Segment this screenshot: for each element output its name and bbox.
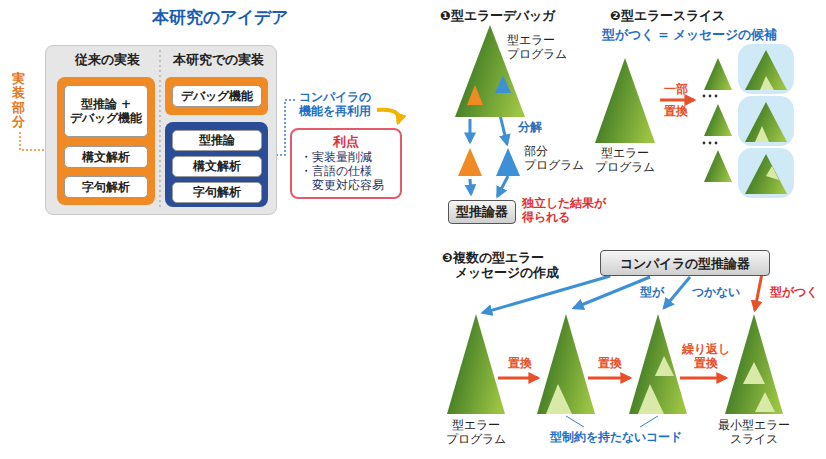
connector-arrow xyxy=(501,117,508,144)
text-label: 実装部分 xyxy=(12,72,26,129)
sub-program-triangle xyxy=(458,148,482,176)
text-label: 型制約を持たないコード xyxy=(536,430,696,444)
connector-arrow xyxy=(755,276,762,310)
infer-arrow xyxy=(664,277,690,308)
inference-box: コンパイラの型推論器 xyxy=(600,250,770,276)
replaced-part xyxy=(655,356,674,376)
replace-arrow xyxy=(680,377,726,380)
leader-line xyxy=(640,416,658,427)
program-triangle: 型エラー プログラム xyxy=(447,314,505,414)
text-label: 独立した結果が 得られる xyxy=(522,196,614,225)
module-box: 構文解析 xyxy=(172,156,262,177)
replace-arrow xyxy=(498,377,538,380)
text-label: 型がつく xyxy=(768,285,820,299)
text-label: 利点 xyxy=(300,134,392,150)
shape-outline xyxy=(496,148,520,176)
ellipsis-dot xyxy=(715,142,718,145)
text-label: 型エラー プログラム xyxy=(590,146,660,175)
replaced-part xyxy=(760,76,774,90)
text-label: 型がつく = メッセージの候補 xyxy=(602,27,817,42)
slice-triangle xyxy=(704,150,732,182)
module-box: 字句解析 xyxy=(64,176,148,198)
inference-box: 型推論器 xyxy=(448,200,516,224)
program-triangle: 型エラー プログラム xyxy=(455,25,525,117)
text-label: 型エラー プログラム xyxy=(439,418,513,447)
typed-triangle xyxy=(745,50,787,90)
module-box: 字句解析 xyxy=(172,182,262,203)
text-label: 置換 xyxy=(594,357,626,371)
text-label: 型エラー プログラム xyxy=(507,33,573,62)
text-label: ❸複数の型エラー メッセージの作成 xyxy=(442,250,589,280)
shape-outline xyxy=(447,314,505,414)
slice-triangle xyxy=(704,58,732,90)
replaced-part xyxy=(638,384,664,414)
text-label: 型推論 + デバッグ機能 xyxy=(69,97,143,126)
reuse-arrow xyxy=(377,110,399,123)
shape-outline xyxy=(725,314,783,414)
text-label: ・実装量削減 xyxy=(300,150,392,164)
text-label: 最小型エラー スライス xyxy=(713,418,795,447)
connector-arrow xyxy=(497,176,508,196)
text-label: 本研究のアイデア xyxy=(110,7,330,27)
text-label: 型が xyxy=(640,285,668,299)
program-triangle: 型エラー プログラム xyxy=(595,58,655,143)
ellipsis-dot xyxy=(703,95,706,98)
candidate-glow xyxy=(738,44,794,94)
module-box: 型推論 xyxy=(172,130,262,151)
text-label: 繰り返し 置換 xyxy=(680,343,732,371)
shape-outline xyxy=(595,58,655,143)
slice-triangle: 最小型エラー スライス xyxy=(725,314,783,414)
text-label: 本研究での実装 xyxy=(164,52,272,68)
text-label: 字句解析 xyxy=(193,185,241,199)
sub-program-triangle: 部分 プログラム xyxy=(496,148,520,176)
text-label: ❶型エラーデバッガ xyxy=(440,8,600,23)
ellipsis-dot xyxy=(709,142,712,145)
text-label: つかない xyxy=(692,285,744,299)
replaced-part xyxy=(766,166,779,180)
text-label: 構文解析 xyxy=(193,159,241,173)
text-label: 置換 xyxy=(664,104,694,118)
replace-arrow xyxy=(588,377,630,380)
text-label: コンパイラの 機能を再利用 xyxy=(299,90,379,119)
text-label: 置換 xyxy=(504,357,536,371)
text-label: 一部 xyxy=(664,82,694,96)
text-label: 構文解析 xyxy=(82,150,130,164)
candidate-glow xyxy=(738,148,794,198)
text-label: ❷型エラースライス xyxy=(610,8,770,23)
slice-triangle xyxy=(704,104,732,136)
leader-line xyxy=(566,416,584,427)
typed-triangle xyxy=(745,102,787,142)
split-arrow xyxy=(469,119,472,142)
module-box: 構文解析 xyxy=(64,146,148,168)
untyped-triangle xyxy=(537,314,595,414)
replaced-part xyxy=(546,384,572,414)
typed-triangle xyxy=(745,154,787,194)
module-box: 型推論 + デバッグ機能 xyxy=(64,85,148,137)
text-label: 型推論器 xyxy=(456,204,508,220)
text-label: 字句解析 xyxy=(82,180,130,194)
replace-arrow xyxy=(660,99,694,102)
merge-arrow xyxy=(470,179,471,194)
text-label: コンパイラの型推論器 xyxy=(620,256,750,271)
text-label: 従来の実装 xyxy=(54,52,160,68)
untyped-triangle xyxy=(629,314,687,414)
module-box: デバッグ機能 xyxy=(172,85,262,107)
text-label: 型推論 xyxy=(199,133,235,147)
replaced-part xyxy=(755,126,769,142)
ellipsis-dot xyxy=(715,95,718,98)
text-label: デバッグ機能 xyxy=(181,89,253,103)
ellipsis-dot xyxy=(703,142,706,145)
text-label: 部分 プログラム xyxy=(524,144,586,173)
benefit-box: 利点・実装量削減・言語の仕様 変更対応容易 xyxy=(290,128,402,199)
connector-arrow xyxy=(483,276,610,313)
implementation-panel: 従来の実装本研究での実装型推論 + デバッグ機能構文解析字句解析 デバッグ機能型推… xyxy=(45,45,277,215)
text-label: ・言語の仕様 変更対応容易 xyxy=(300,164,392,193)
ellipsis-dot xyxy=(709,95,712,98)
text-label: 分解 xyxy=(516,120,544,134)
candidate-glow xyxy=(738,96,794,146)
